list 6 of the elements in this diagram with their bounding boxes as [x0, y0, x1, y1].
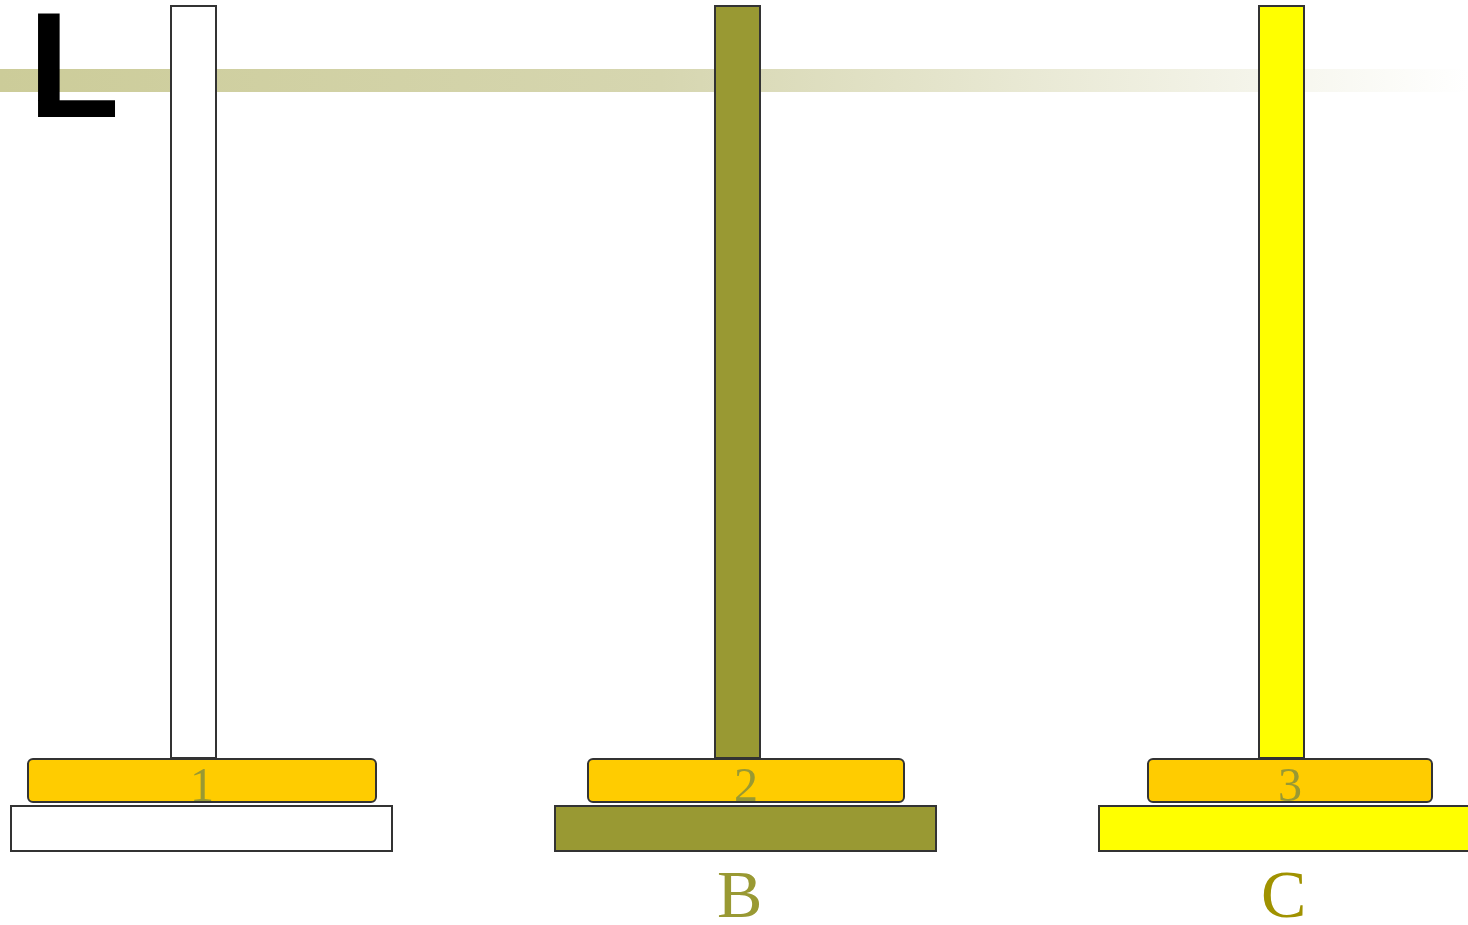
peg-label: B [717, 860, 763, 925]
disk-number: 1 [190, 760, 214, 809]
peg-label: C [1261, 860, 1307, 925]
heading-letter: L [28, 0, 120, 137]
disk-number: 3 [1278, 760, 1302, 809]
disk-number: 2 [734, 760, 758, 809]
